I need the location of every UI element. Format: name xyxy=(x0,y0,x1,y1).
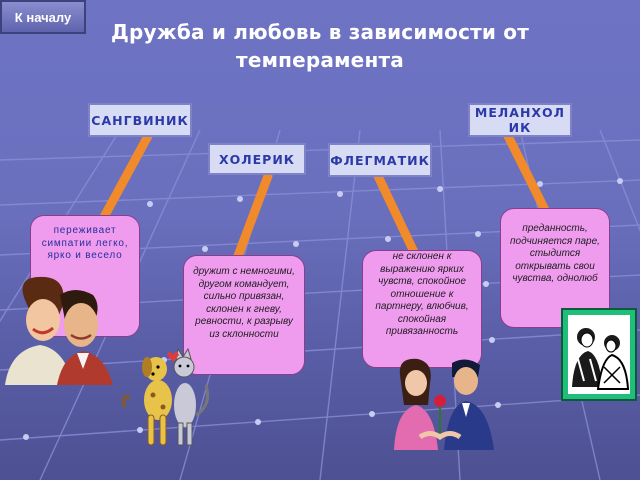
title-line-1: Дружба и любовь в зависимости от xyxy=(110,20,530,44)
couple-clipart xyxy=(5,276,113,385)
bubble-choleric: дружит с немногими, другом командует, си… xyxy=(183,255,305,375)
label-choleric: ХОЛЕРИК xyxy=(208,143,306,175)
friends-clipart xyxy=(561,308,637,401)
home-button[interactable]: К началу xyxy=(0,0,86,34)
label-sanguine: САНГВИНИК xyxy=(88,103,192,137)
slide-title: Дружба и любовь в зависимости от темпера… xyxy=(90,18,550,74)
cat-and-dog-clipart xyxy=(121,347,210,446)
title-line-2: темперамента xyxy=(236,48,404,72)
bubble-phlegmatic: не склонен к выражению ярких чувств, спо… xyxy=(362,250,482,368)
label-phlegmatic: ФЛЕГМАТИК xyxy=(328,143,432,177)
label-melancholic: МЕЛАНХОЛИК xyxy=(468,103,572,137)
connector-lines xyxy=(93,131,550,261)
romantic-couple-clipart xyxy=(394,358,494,450)
